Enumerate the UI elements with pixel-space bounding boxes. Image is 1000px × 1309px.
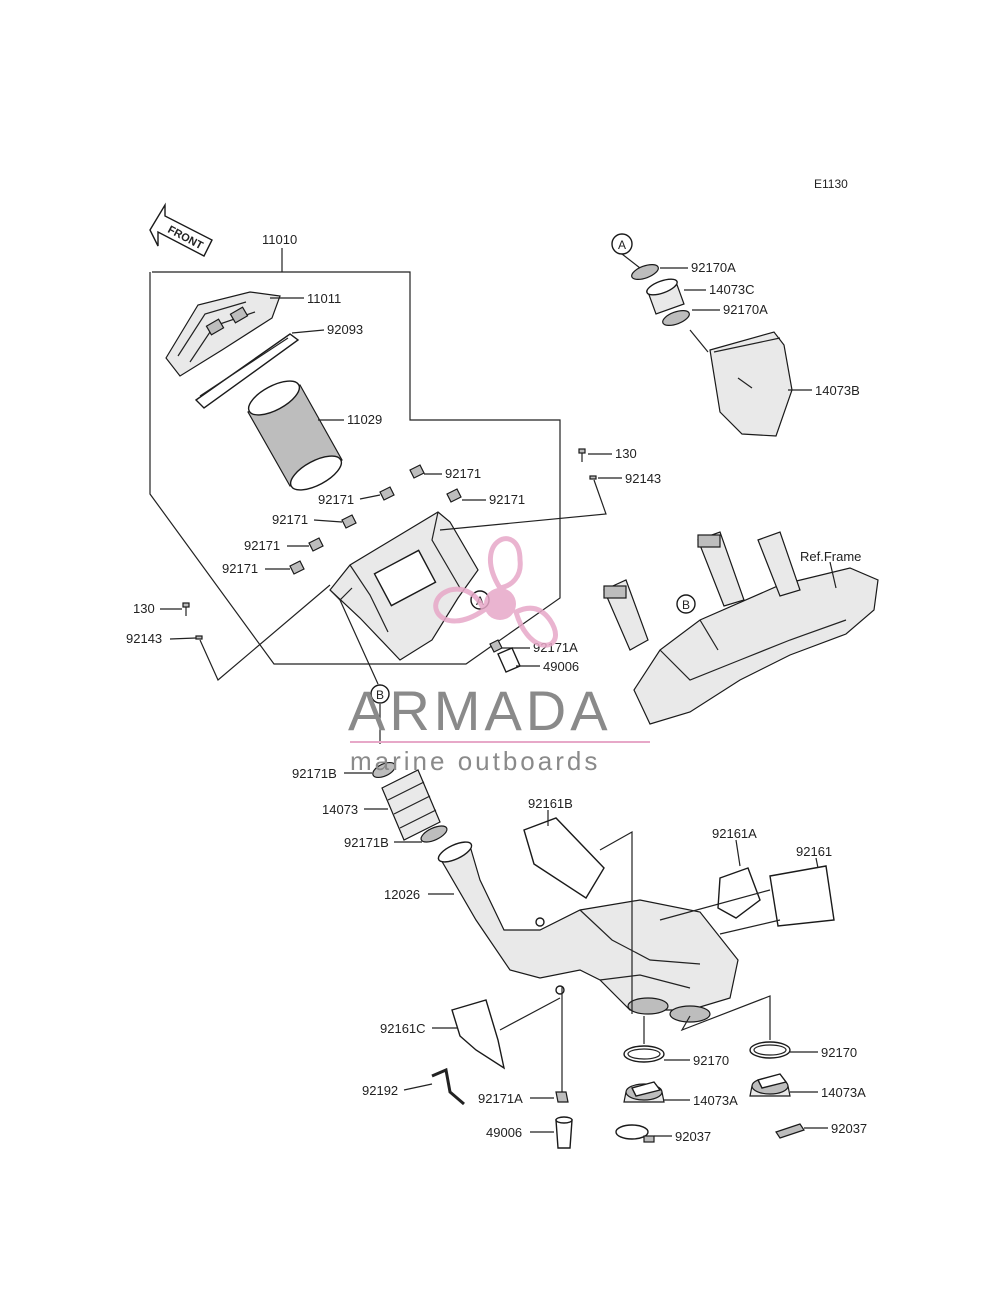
coupling-14073 — [381, 769, 441, 841]
clips-92171 — [289, 464, 462, 575]
air-cleaner-cover — [165, 291, 281, 377]
label-92170-left: 92170 — [693, 1053, 729, 1068]
hose-49006-bottom — [555, 1116, 573, 1149]
ref-frame-label: Ref.Frame — [800, 549, 861, 564]
callout-b-frame-label: B — [682, 598, 690, 612]
label-14073: 14073 — [322, 802, 358, 817]
label-92170-right: 92170 — [821, 1045, 857, 1060]
callout-b-duct — [370, 684, 390, 704]
label-92171-b: 92171 — [318, 492, 354, 507]
washer-92143-right — [589, 475, 597, 480]
label-11029: 11029 — [347, 412, 382, 427]
label-130-right: 130 — [615, 446, 637, 461]
clamp-92037-right — [775, 1123, 805, 1139]
label-92161: 92161 — [796, 844, 832, 859]
label-92171-e: 92171 — [244, 538, 280, 553]
label-11011: 11011 — [307, 291, 341, 306]
label-92143-left: 92143 — [126, 631, 162, 646]
label-49006-bottom: 49006 — [486, 1125, 522, 1140]
clamp-92171a-top — [489, 639, 503, 653]
label-92170a-bottom: 92170A — [723, 302, 768, 317]
watermark-logo-icon — [433, 536, 558, 648]
label-92161b: 92161B — [528, 796, 573, 811]
gasket-92093 — [194, 333, 300, 409]
label-92171b-bottom: 92171B — [344, 835, 389, 850]
pad-92161c — [451, 999, 506, 1070]
diagram-code: E1130 — [814, 177, 848, 191]
clamp-92170-right — [749, 1041, 791, 1059]
intake-duct-14073b — [709, 331, 793, 437]
watermark-title: ARMADA — [348, 679, 612, 742]
label-92192: 92192 — [362, 1083, 398, 1098]
label-92171b-top: 92171B — [292, 766, 337, 781]
clamp-92170a-bottom — [662, 310, 690, 326]
label-49006-top: 49006 — [543, 659, 579, 674]
callout-b-duct-label: B — [376, 688, 384, 702]
label-130-left: 130 — [133, 601, 155, 616]
label-14073a-left: 14073A — [693, 1093, 738, 1108]
coupling-14073a-left — [623, 1081, 665, 1103]
tube-92192 — [431, 1067, 465, 1106]
label-92171-d: 92171 — [272, 512, 308, 527]
air-cleaner-housing — [329, 511, 479, 661]
label-92037-right: 92037 — [831, 1121, 867, 1136]
hose-49006-top — [497, 647, 521, 673]
bolt-130-right — [578, 448, 586, 462]
washer-92143-left — [195, 635, 203, 640]
label-14073c: 14073C — [709, 282, 755, 297]
pad-92161b — [523, 817, 605, 899]
label-92037-left: 92037 — [675, 1129, 711, 1144]
air-filter-element — [247, 380, 343, 491]
watermark-subtitle: marine outboards — [350, 746, 600, 776]
clamp-92171b-top — [372, 761, 396, 779]
label-92171a-bottom: 92171A — [478, 1091, 523, 1106]
clamp-92037-left — [615, 1124, 655, 1143]
callout-b-frame — [676, 594, 696, 614]
callout-a-top-label: A — [618, 238, 626, 252]
label-92143-right: 92143 — [625, 471, 661, 486]
clamp-92171a-bottom — [555, 1091, 569, 1103]
label-92161c: 92161C — [380, 1021, 426, 1036]
label-11010: 11010 — [262, 232, 297, 247]
label-14073a-right: 14073A — [821, 1085, 866, 1100]
coupling-14073c — [646, 278, 685, 315]
label-14073b: 14073B — [815, 383, 860, 398]
label-92161a: 92161A — [712, 826, 757, 841]
coupling-14073a-right — [749, 1073, 791, 1097]
clamp-92170a-top — [631, 264, 659, 280]
clamp-92171b-bottom — [420, 825, 448, 843]
bolt-130-left — [182, 602, 190, 616]
clamp-92170-left — [623, 1045, 665, 1063]
pad-92161 — [769, 865, 835, 927]
front-arrow-icon: FRONT — [149, 202, 213, 257]
hull-reference-frame — [603, 531, 879, 725]
label-92093: 92093 — [327, 322, 363, 337]
label-92170a-top: 92170A — [691, 260, 736, 275]
label-92171-f: 92171 — [222, 561, 258, 576]
assembly-bracket-11010 — [149, 248, 561, 665]
intake-pipe-12026 — [437, 841, 739, 1023]
pad-92161a — [717, 867, 761, 919]
label-92171-a: 92171 — [445, 466, 481, 481]
label-12026: 12026 — [384, 887, 420, 902]
label-92171-c: 92171 — [489, 492, 525, 507]
